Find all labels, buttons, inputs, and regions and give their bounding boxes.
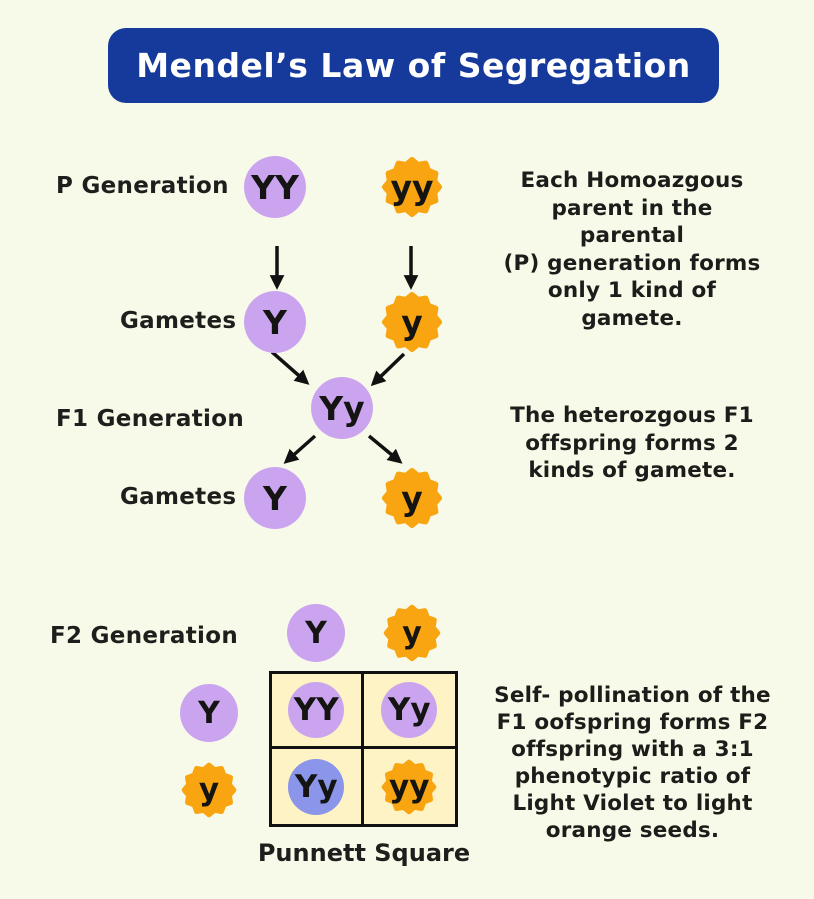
title-banner: Mendel’s Law of Segregation	[108, 28, 719, 103]
gamete-y1: y	[401, 302, 423, 342]
punnett-col-header-y-burst: y	[381, 602, 443, 664]
page-title: Mendel’s Law of Segregation	[136, 46, 691, 85]
starburst-icon	[382, 292, 442, 352]
seed-Yy-circle: Yy	[381, 682, 438, 738]
arrow-f1-to-gameteY	[283, 434, 317, 464]
gamete-Y2-circle: Y	[244, 467, 306, 529]
gametes1-label: Gametes	[120, 308, 237, 334]
punnett-cell-YY: YY	[272, 674, 364, 749]
f2-note: Self- pollination of the F1 oofspring fo…	[494, 683, 771, 843]
starburst-icon	[383, 604, 441, 662]
gamete-y2-burst: y	[379, 465, 445, 531]
parent2-genotype: yy	[390, 167, 434, 207]
genotype-Yy-top: Yy	[387, 692, 431, 728]
f1-genotype-circle: Yy	[311, 377, 373, 439]
arrow-f1-to-gametey	[367, 434, 403, 464]
punnett-caption: Punnett Square	[257, 839, 471, 867]
p-generation-label: P Generation	[56, 173, 229, 199]
starburst-icon	[381, 759, 437, 814]
gamete-y1-burst: y	[379, 289, 445, 355]
seed-YY-circle: YY	[288, 682, 345, 738]
punnett-row-header-y: y	[198, 772, 220, 808]
parent1-genotype-circle: YY	[244, 156, 306, 218]
genotype-Yy-bottom: Yy	[294, 768, 338, 805]
genotype-yy: yy	[389, 768, 430, 805]
starburst-icon	[382, 468, 442, 528]
parent1-genotype: YY	[251, 167, 299, 207]
gamete-Y1: Y	[263, 302, 287, 342]
punnett-row-header-Y-circle: Y	[180, 684, 238, 742]
f2-generation-label: F2 Generation	[50, 623, 238, 649]
f1-genotype: Yy	[319, 388, 365, 428]
starburst-icon	[181, 762, 237, 818]
f1-note: The heterozgous F1 offspring forms 2 kin…	[510, 403, 754, 483]
parent2-genotype-burst: yy	[379, 154, 445, 220]
punnett-col-header-y: y	[402, 615, 422, 651]
punnett-cell-yy: yy	[363, 749, 455, 824]
punnett-cell-Yy-bottom: Yy	[272, 749, 364, 824]
p-generation-note: Each Homoazgous parent in the parental (…	[503, 168, 761, 331]
gametes2-label: Gametes	[120, 484, 237, 510]
punnett-square: YY Yy Yy yy	[269, 671, 458, 827]
starburst-icon	[382, 157, 442, 217]
punnett-row-header-y-burst: y	[179, 760, 239, 820]
genotype-YY: YY	[293, 692, 339, 728]
arrow-gameteY-to-f1	[270, 350, 310, 385]
f1-generation-label: F1 Generation	[56, 406, 244, 432]
gamete-y2: y	[401, 478, 423, 518]
seed-Yy-blue-circle: Yy	[288, 758, 345, 815]
punnett-col-header-Y-circle: Y	[287, 604, 345, 662]
punnett-cell-Yy-top: Yy	[363, 674, 455, 749]
punnett-col-header-Y: Y	[305, 615, 327, 651]
gamete-Y1-circle: Y	[244, 291, 306, 353]
arrow-gametey-to-f1	[370, 352, 406, 387]
gamete-Y2: Y	[263, 478, 287, 518]
punnett-row-header-Y: Y	[198, 695, 220, 731]
seed-yy-burst: yy	[379, 757, 439, 817]
